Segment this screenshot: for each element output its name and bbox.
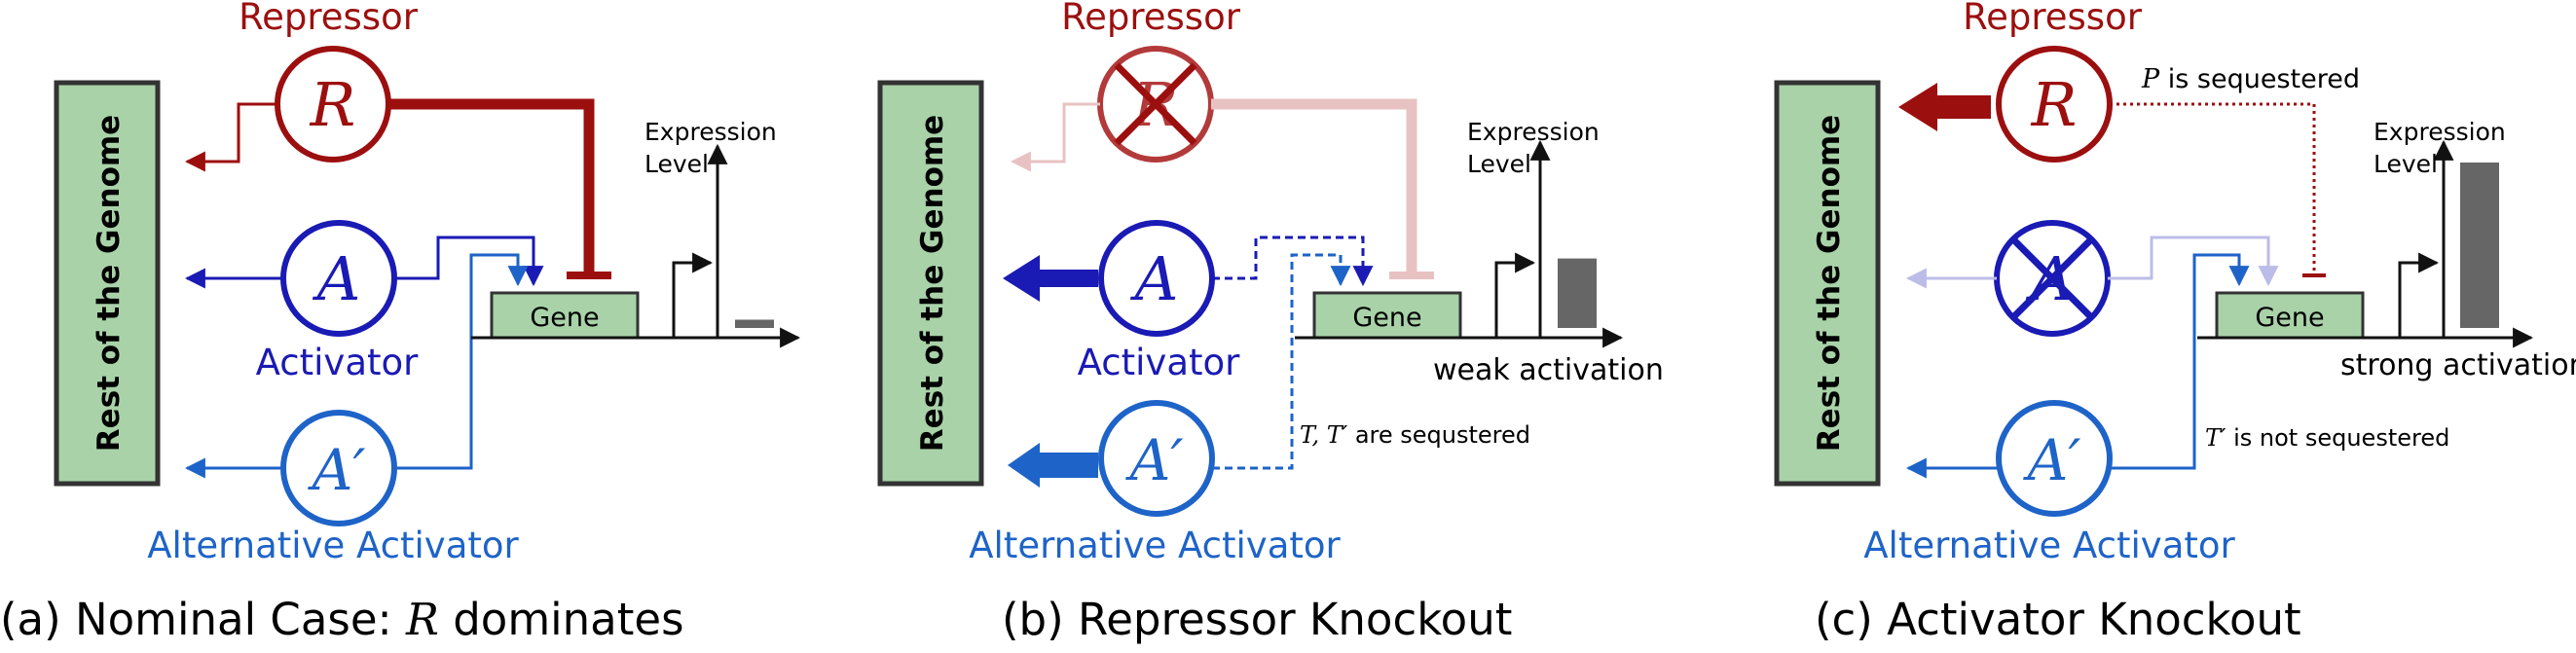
genome-label: Rest of the Genome	[92, 115, 127, 452]
alt-activator-node	[1098, 400, 1215, 517]
expression-label-1: Expression	[1467, 118, 1600, 146]
activation-note: strong activation	[2340, 348, 2576, 382]
alt-activator-label: Alternative Activator	[147, 525, 519, 566]
repressor-label: Repressor	[1061, 0, 1241, 38]
alt-activator-node	[1996, 400, 2113, 517]
alt-activator-to-gene-arrow	[2110, 253, 2250, 470]
promoter-arrow	[672, 252, 714, 338]
genome-label: Rest of the Genome	[915, 115, 950, 452]
genome-box	[1774, 80, 1881, 487]
alt-activator-to-gene-arrow	[394, 253, 529, 470]
expression-label-2: Level	[1467, 150, 1531, 178]
alt-activator-node-label: A′	[1124, 427, 1183, 493]
promoter-arrow	[1494, 252, 1536, 338]
repressor-to-genome-arrow	[184, 102, 277, 172]
gene-box	[1312, 291, 1462, 340]
expression-label-1: Expression	[644, 118, 777, 146]
expression-label-1: Expression	[2374, 118, 2506, 146]
side-note: T′ is not sequestered	[2205, 424, 2449, 452]
alt-activator-label: Alternative Activator	[969, 525, 1341, 566]
panel-a: Rest of the Genome Repressor R A Activat…	[0, 0, 801, 645]
repressor-to-genome-thick-arrow	[1898, 83, 1991, 131]
repressor-node-label: R	[2031, 69, 2078, 140]
side-note: T, T′ are sequstered	[1300, 421, 1530, 449]
genome-label: Rest of the Genome	[1812, 115, 1847, 452]
genome-box	[54, 80, 161, 487]
knockout-cross-2	[1114, 62, 1197, 146]
gene-label: Gene	[530, 303, 599, 333]
expression-bar	[2460, 163, 2499, 328]
activator-to-gene-arrow	[2108, 236, 2279, 287]
activator-to-gene-arrow	[394, 236, 544, 287]
alt-activator-to-gene-arrow	[1212, 253, 1351, 470]
panel-c: Rest of the Genome Repressor R P is sequ…	[1774, 0, 2576, 645]
alt-activator-node-label: A′	[2022, 427, 2080, 493]
repressor-node-label: R	[310, 69, 356, 140]
expression-bar	[735, 319, 774, 328]
panel-b: Rest of the Genome Repressor R A Activat…	[877, 0, 1664, 645]
repressor-to-genome-arrow	[1010, 102, 1100, 172]
panel-b-caption: (b) Repressor Knockout	[1002, 594, 1512, 645]
alt-activator-to-genome-thick-arrow	[1008, 443, 1098, 488]
panel-c-caption: (c) Activator Knockout	[1815, 594, 2301, 645]
top-note: P is sequestered	[2141, 64, 2360, 94]
activation-note: weak activation	[1433, 353, 1664, 387]
repressor-inhibition	[1211, 98, 1417, 273]
repressor-inhibition	[388, 98, 595, 273]
gene-label: Gene	[1352, 303, 1421, 333]
genome-box	[877, 80, 984, 487]
gene-label: Gene	[2255, 303, 2324, 333]
expression-bar	[1558, 258, 1597, 328]
repressor-label: Repressor	[239, 0, 419, 38]
expression-label-2: Level	[644, 150, 709, 178]
activator-to-gene-arrow	[1212, 236, 1374, 287]
activator-node-label: A	[313, 243, 361, 314]
activator-node-label: A	[1130, 243, 1179, 314]
promoter-arrow	[2398, 252, 2440, 338]
repressor-label: Repressor	[1963, 0, 2143, 38]
alt-activator-node-label: A′	[307, 437, 365, 503]
knockout-cross-2	[2010, 236, 2094, 320]
activator-to-genome-thick-arrow	[1003, 255, 1098, 302]
expression-label-2: Level	[2374, 150, 2438, 178]
panel-a-caption: (a) Nominal Case: R dominates	[0, 594, 684, 645]
repressor-sequestered-link	[2110, 102, 2316, 273]
activator-label: Activator	[1078, 342, 1241, 383]
activator-label: Activator	[256, 342, 420, 383]
alt-activator-label: Alternative Activator	[1863, 525, 2235, 566]
